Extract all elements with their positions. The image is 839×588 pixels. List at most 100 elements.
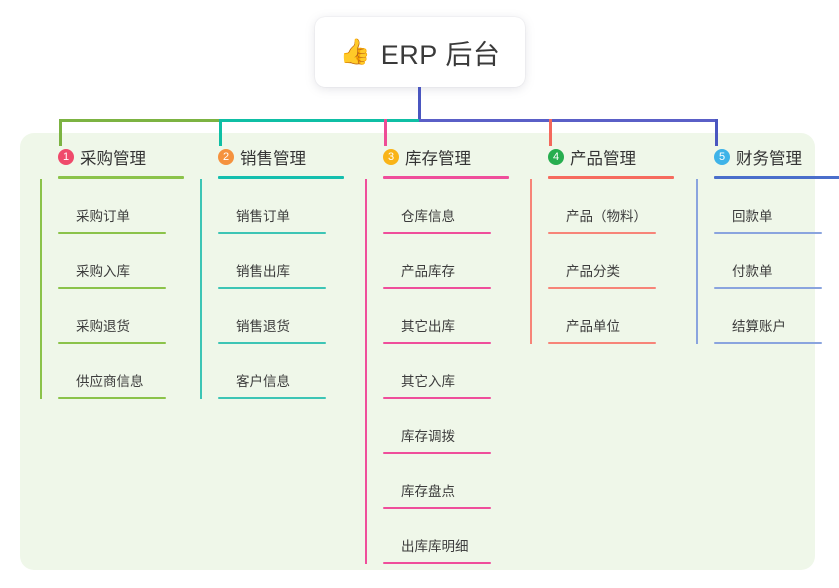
branch-item-label: 回款单 [732,209,773,224]
branch-item-label: 销售出库 [236,264,290,279]
branch-spine [365,179,367,564]
branch-item-underline [383,507,491,509]
branch-item-underline [383,562,491,564]
branch-item[interactable]: 产品分类 [548,234,680,289]
branch-item[interactable]: 销售订单 [218,179,350,234]
branch-item[interactable]: 产品单位 [548,289,680,344]
branch-item[interactable]: 客户信息 [218,344,350,399]
branch-underline [714,176,839,179]
branch-underline [58,176,184,179]
branch-number-badge: 5 [714,149,730,165]
branch-item-label: 库存调拨 [401,429,455,444]
branch-item[interactable]: 付款单 [714,234,839,289]
branch-item[interactable]: 销售退货 [218,289,350,344]
branch-item-underline [58,342,166,344]
branch-item-label: 客户信息 [236,374,290,389]
branch-title: 采购管理 [80,150,146,168]
branch-item-underline [383,342,491,344]
branch-header-4[interactable]: 4 产品管理 [530,146,680,168]
branch-title: 产品管理 [570,150,636,168]
branch-item[interactable]: 供应商信息 [58,344,190,399]
branch-drop-3 [384,119,387,146]
branch-item-list: 仓库信息产品库存其它出库其它入库库存调拨库存盘点出库库明细 [365,179,515,564]
branch-item-underline [383,287,491,289]
branch-number-badge: 4 [548,149,564,165]
branch-item-label: 付款单 [732,264,773,279]
branch-underline [218,176,344,179]
branch-item[interactable]: 仓库信息 [383,179,515,234]
branch-item[interactable]: 采购退货 [58,289,190,344]
branch-drop-4 [549,119,552,146]
branch-item-label: 销售退货 [236,319,290,334]
branch-drop-2 [219,119,222,146]
branch-item[interactable]: 其它入库 [383,344,515,399]
branch-item-underline [58,397,166,399]
branch-item-underline [548,232,656,234]
branch-title: 库存管理 [405,150,471,168]
branch-item-underline [548,287,656,289]
branch-item-label: 其它入库 [401,374,455,389]
branch-item[interactable]: 出库库明细 [383,509,515,564]
branch-spine [200,179,202,399]
branch-item-label: 供应商信息 [76,374,144,389]
branch-item-label: 销售订单 [236,209,290,224]
branch-item[interactable]: 其它出库 [383,289,515,344]
root-node-title: ERP 后台 [380,39,501,70]
branch-item-label: 结算账户 [732,319,786,334]
bus-segment-green [59,119,222,122]
branch-item-underline [218,287,326,289]
branches-panel [20,133,815,570]
thumbs-up-icon: 👍 [339,37,371,66]
branch-item-underline [218,397,326,399]
branch-item-underline [714,287,822,289]
branch-item[interactable]: 销售出库 [218,234,350,289]
branch-item-underline [218,342,326,344]
branch-item-underline [714,232,822,234]
branch-item-underline [548,342,656,344]
branch-item-underline [218,232,326,234]
branch-header-3[interactable]: 3 库存管理 [365,146,515,168]
branch-item-underline [58,232,166,234]
branch-item-label: 出库库明细 [401,539,469,554]
branch-item-list: 采购订单采购入库采购退货供应商信息 [40,179,190,399]
branch-underline [383,176,509,179]
branch-item[interactable]: 产品（物料） [548,179,680,234]
branch-item-label: 产品单位 [566,319,620,334]
branch-title: 财务管理 [736,150,802,168]
bus-segment-teal [219,119,422,122]
branch-column-4: 4 产品管理产品（物料） 产品分类产品单位 [530,146,680,344]
branch-item[interactable]: 采购入库 [58,234,190,289]
branch-number-badge: 3 [383,149,399,165]
branch-column-5: 5 财务管理回款单付款单结算账户 [696,146,839,344]
branch-item[interactable]: 回款单 [714,179,839,234]
branch-item-list: 回款单付款单结算账户 [696,179,839,344]
branch-item[interactable]: 结算账户 [714,289,839,344]
branch-spine [40,179,42,399]
branch-spine [530,179,532,344]
branch-item-underline [383,452,491,454]
root-node-erp-backend[interactable]: 👍 ERP 后台 [315,17,525,87]
branch-item-list: 产品（物料） 产品分类产品单位 [530,179,680,344]
branch-item[interactable]: 产品库存 [383,234,515,289]
branch-underline [548,176,674,179]
branch-item-label: 产品库存 [401,264,455,279]
branch-item-label: 采购订单 [76,209,130,224]
branch-item[interactable]: 采购订单 [58,179,190,234]
branch-item-label: 产品（物料） [566,209,647,224]
branch-item[interactable]: 库存盘点 [383,454,515,509]
branch-item[interactable]: 库存调拨 [383,399,515,454]
branch-item-list: 销售订单销售出库销售退货客户信息 [200,179,350,399]
branch-column-3: 3 库存管理仓库信息产品库存其它出库其它入库库存调拨库存盘点出库库明细 [365,146,515,564]
branch-item-label: 采购入库 [76,264,130,279]
branch-drop-1 [59,119,62,146]
branch-header-5[interactable]: 5 财务管理 [696,146,839,168]
branch-item-underline [58,287,166,289]
branch-item-underline [714,342,822,344]
branch-title: 销售管理 [240,150,306,168]
trunk-stem [418,87,421,122]
